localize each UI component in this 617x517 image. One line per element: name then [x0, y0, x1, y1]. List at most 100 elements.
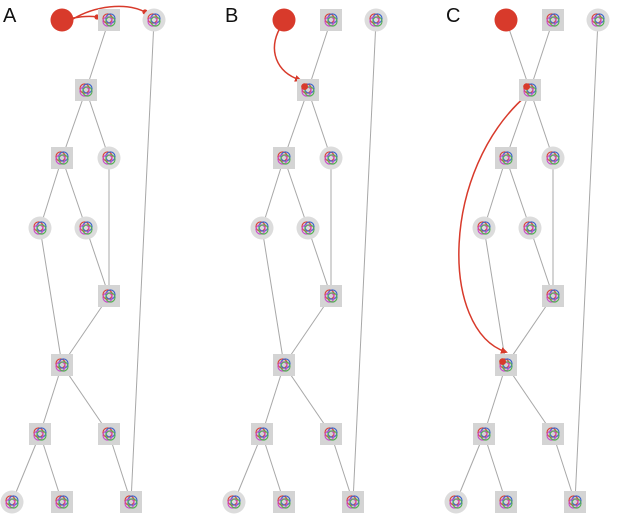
edge-s2-c2 — [483, 157, 507, 229]
edge-c3-s3 — [529, 227, 554, 297]
edge-s5-s7 — [261, 433, 285, 503]
panel-b: B — [225, 5, 238, 27]
square-node-s0-p1 — [320, 9, 342, 31]
edge-c3-s3 — [85, 227, 110, 297]
square-node-s3-p1 — [320, 285, 342, 307]
hub-node-hub-p2 — [494, 8, 518, 32]
panel-c-graph — [444, 8, 610, 514]
edge-c0-s8 — [574, 19, 599, 503]
panel-b-graph — [222, 8, 388, 514]
circle-node-c4-p2 — [444, 490, 468, 514]
panel-a-graph — [0, 5, 166, 514]
square-node-s5-p2 — [473, 423, 495, 445]
square-node-s4-p1 — [273, 354, 295, 376]
panel-a-label: A — [3, 5, 17, 27]
square-node-s3-p2 — [542, 285, 564, 307]
edge-s1-c1 — [529, 89, 554, 159]
edge-c0-s8 — [352, 19, 377, 503]
square-node-s4-p2 — [495, 354, 517, 376]
edge-s4-s5 — [483, 364, 507, 435]
edge-s4-s6 — [505, 364, 554, 435]
circle-node-c3-p1 — [296, 216, 320, 240]
edge-s1-c1 — [307, 89, 332, 159]
panel-a: A — [3, 5, 17, 27]
edge-c2-s4 — [39, 227, 63, 366]
edge-s5-s7 — [483, 433, 507, 503]
edge-s5-c4 — [455, 433, 485, 503]
edge-c0-s8 — [130, 19, 155, 503]
panel-b-label: B — [225, 5, 238, 27]
square-node-s7-p2 — [495, 491, 517, 513]
edge-s1-s2 — [61, 89, 87, 159]
edge-s2-c2 — [39, 157, 63, 229]
square-node-s8-p0 — [120, 491, 142, 513]
square-node-s2-p0 — [51, 147, 73, 169]
edge-s2-c3 — [61, 157, 87, 229]
edge-c2-s4 — [261, 227, 285, 366]
square-node-s6-p1 — [320, 423, 342, 445]
square-node-s2-p1 — [273, 147, 295, 169]
hub-node-hub-p0 — [50, 8, 74, 32]
edge-s4-s5 — [39, 364, 63, 435]
arrow-node-to-lower-node — [458, 94, 528, 354]
circle-node-c3-p0 — [74, 216, 98, 240]
edge-s0-s1 — [85, 19, 110, 91]
circle-node-c4-p0 — [0, 490, 24, 514]
edge-s2-c2 — [261, 157, 285, 229]
square-node-s1-p1 — [297, 79, 319, 101]
edge-s4-s6 — [61, 364, 110, 435]
edge-s3-s4 — [505, 295, 554, 366]
square-node-s6-p2 — [542, 423, 564, 445]
square-node-s5-p0 — [29, 423, 51, 445]
arrow-hub-to-node — [273, 27, 302, 82]
edge-c2-s4 — [483, 227, 507, 366]
edge-s4-s6 — [283, 364, 332, 435]
edge-s1-s2 — [505, 89, 531, 159]
edge-c3-s3 — [307, 227, 332, 297]
edge-s5-s7 — [39, 433, 63, 503]
circle-node-c1-p0 — [97, 146, 121, 170]
circle-node-c1-p1 — [319, 146, 343, 170]
arrow-hub-to-circle — [72, 5, 148, 20]
edge-s3-s4 — [283, 295, 332, 366]
square-node-s2-p2 — [495, 147, 517, 169]
edge-s1-c1 — [85, 89, 110, 159]
edge-hub-s1 — [505, 19, 531, 91]
circle-node-c0-p0 — [142, 8, 166, 32]
edge-s2-c3 — [505, 157, 531, 229]
square-node-s8-p1 — [342, 491, 364, 513]
circle-node-c3-p2 — [518, 216, 542, 240]
circle-node-c1-p2 — [541, 146, 565, 170]
circle-node-c2-p1 — [250, 216, 274, 240]
circle-node-c2-p2 — [472, 216, 496, 240]
circle-node-c4-p1 — [222, 490, 246, 514]
square-node-s4-p0 — [51, 354, 73, 376]
square-node-s1-p0 — [75, 79, 97, 101]
hub-node-hub-p1 — [272, 8, 296, 32]
edge-s5-c4 — [11, 433, 41, 503]
circle-node-c0-p1 — [364, 8, 388, 32]
edge-s0-s1 — [307, 19, 332, 91]
square-node-s0-p0 — [98, 9, 120, 31]
edge-s4-s5 — [261, 364, 285, 435]
edge-s6-s8 — [552, 433, 576, 503]
panel-c-label: C — [446, 5, 460, 27]
square-node-s5-p1 — [251, 423, 273, 445]
edge-s2-c3 — [283, 157, 309, 229]
edge-s6-s8 — [330, 433, 354, 503]
square-node-s0-p2 — [542, 9, 564, 31]
edge-s6-s8 — [108, 433, 132, 503]
square-node-s1-p2 — [519, 79, 541, 101]
circle-node-c0-p2 — [586, 8, 610, 32]
edge-s5-c4 — [233, 433, 263, 503]
panel-c: C — [446, 5, 460, 27]
square-node-s7-p1 — [273, 491, 295, 513]
edge-s3-s4 — [61, 295, 110, 366]
square-node-s8-p2 — [564, 491, 586, 513]
square-node-s6-p0 — [98, 423, 120, 445]
square-node-s7-p0 — [51, 491, 73, 513]
circle-node-c2-p0 — [28, 216, 52, 240]
edge-s0-s1 — [529, 19, 554, 91]
square-node-s3-p0 — [98, 285, 120, 307]
